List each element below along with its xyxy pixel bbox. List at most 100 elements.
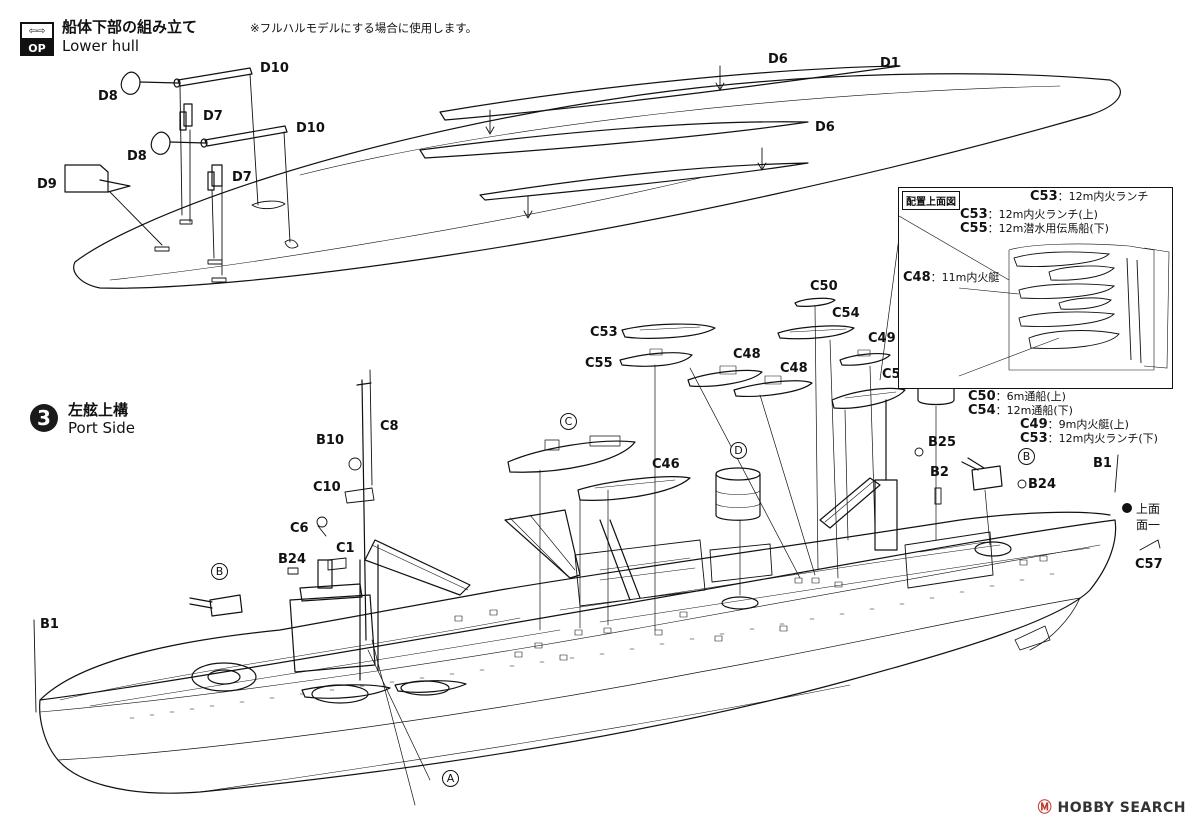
gun-mount-b-left — [189, 594, 243, 617]
part-b1-left: B1 — [40, 617, 59, 632]
boat-placement-inset: 配置上面図 — [898, 187, 1173, 389]
flush-mark-dot — [1122, 503, 1132, 513]
bilge-keel-d6-top — [439, 65, 901, 121]
inset-label-6: C54：12m通船(下) — [968, 404, 1073, 417]
propeller-d8-mid — [150, 131, 206, 155]
shaft-d10-top — [173, 67, 253, 88]
part-d8-mid: D8 — [127, 149, 147, 164]
part-c57: C57 — [1135, 557, 1163, 572]
part-b25: B25 — [928, 435, 956, 450]
boat-c53-mid — [831, 387, 906, 409]
inset-text-1: ：12m内火ランチ — [1057, 190, 1149, 203]
boat-c54 — [777, 325, 855, 340]
inset-label-4: C48：11m内火艇 — [903, 271, 999, 284]
inset-title: 配置上面図 — [902, 191, 960, 210]
crane-forward — [359, 539, 471, 681]
inset-code-1: C53 — [1030, 189, 1058, 204]
sub-assembly-d-marker: D — [730, 442, 747, 459]
inset-code-3: C55 — [960, 221, 988, 236]
op-arrow-icon: ⇦⇨ — [22, 24, 52, 40]
inset-text-4: ：11m内火艇 — [930, 271, 1000, 284]
boat-c48-a — [687, 365, 763, 387]
gun-mount-b-right — [961, 457, 1003, 491]
part-c46: C46 — [652, 457, 680, 472]
inset-drawing — [899, 215, 1170, 377]
part-d9: D9 — [37, 177, 57, 192]
shaft-d10-mid — [200, 125, 288, 148]
inset-label-1: C53：12m内火ランチ — [1030, 190, 1148, 203]
part-c10: C10 — [313, 480, 341, 495]
deck-turntables — [191, 541, 1012, 704]
leader-lines — [367, 229, 991, 806]
lower-hull-title-en: Lower hull — [62, 37, 140, 55]
boat-c48-b — [733, 375, 813, 397]
watermark-text: HOBBY SEARCH — [1057, 800, 1186, 816]
flush-note-1: 上面 — [1136, 502, 1161, 516]
part-d7-mid: D7 — [232, 170, 252, 185]
port-side-title-jp: 左舷上構 — [68, 401, 129, 419]
deck-fittings — [454, 555, 1048, 661]
part-b10: B10 — [316, 433, 344, 448]
sub-assembly-b-left-marker: B — [211, 563, 228, 580]
inset-label-2: C53：12m内火ランチ(上) — [960, 208, 1098, 221]
part-c1: C1 — [336, 541, 355, 556]
inset-code-8: C53 — [1020, 431, 1048, 446]
sub-assembly-a-marker: A — [442, 770, 459, 787]
part-d10-top: D10 — [260, 61, 289, 76]
inset-text-5: ：6m通船(上) — [995, 390, 1066, 403]
crane-mid — [504, 509, 641, 601]
ship-hull — [39, 519, 1117, 794]
sub-assembly-c-marker: C — [560, 413, 577, 430]
optional-step-badge: ⇦⇨ OP — [20, 22, 54, 56]
watermark-logo: Ⓜ — [1037, 800, 1053, 816]
inset-text-8: ：12m内火ランチ(下) — [1047, 432, 1158, 445]
flush-note-2: 面一 — [1136, 518, 1161, 532]
boat-c55-left — [619, 348, 693, 367]
part-c49: C49 — [868, 331, 896, 346]
part-d7-top: D7 — [203, 109, 223, 124]
ship-deck — [39, 511, 1111, 707]
part-c48-b: C48 — [780, 361, 808, 376]
lower-hull-title-jp: 船体下部の組み立て — [62, 18, 198, 36]
bilge-keel-d6-mid — [419, 121, 809, 201]
boat-c46-placed — [301, 680, 467, 699]
port-side-title-en: Port Side — [68, 419, 135, 437]
sub-assembly-c — [507, 435, 636, 473]
boat-c50 — [794, 297, 836, 307]
strut-d7-mid — [207, 164, 223, 191]
lower-hull-note: ※フルハルモデルにする場合に使用します。 — [250, 21, 478, 35]
sub-assembly-d — [715, 467, 761, 521]
inset-code-7: C49 — [1020, 417, 1048, 432]
rudder-d9 — [64, 164, 131, 193]
boat-c49 — [839, 349, 891, 366]
part-c54: C54 — [832, 306, 860, 321]
inset-code-4: C48 — [903, 270, 931, 285]
watermark: Ⓜ HOBBY SEARCH — [1038, 797, 1186, 817]
inset-label-8: C53：12m内火ランチ(下) — [1020, 432, 1158, 445]
inset-label-7: C49：9m内火艇(上) — [1020, 418, 1129, 431]
part-d6-mid: D6 — [815, 120, 835, 135]
part-b24-left: B24 — [278, 552, 306, 567]
part-c55-left: C55 — [585, 356, 613, 371]
strut-d7-top — [179, 103, 193, 131]
inset-text-3: ：12m潜水用伝馬船(下) — [987, 222, 1109, 235]
boat-c46 — [577, 476, 691, 501]
part-c53-left: C53 — [590, 325, 618, 340]
part-d1: D1 — [880, 56, 900, 71]
boat-c53-left — [621, 323, 716, 339]
inset-text-2: ：12m内火ランチ(上) — [987, 208, 1098, 221]
part-c48-a: C48 — [733, 347, 761, 362]
part-d10-mid: D10 — [296, 121, 325, 136]
midship-structures — [574, 531, 994, 607]
part-d6-top: D6 — [768, 52, 788, 67]
step-number-badge: 3 — [30, 404, 58, 432]
small-parts — [33, 369, 1161, 713]
porthole-row — [129, 573, 1055, 719]
part-c50: C50 — [810, 279, 838, 294]
inset-code-2: C53 — [960, 207, 988, 222]
part-d8-top: D8 — [98, 89, 118, 104]
sub-assembly-b-right-marker: B — [1018, 448, 1035, 465]
propeller-d8-top — [120, 71, 179, 95]
inset-text-7: ：9m内火艇(上) — [1047, 418, 1129, 431]
